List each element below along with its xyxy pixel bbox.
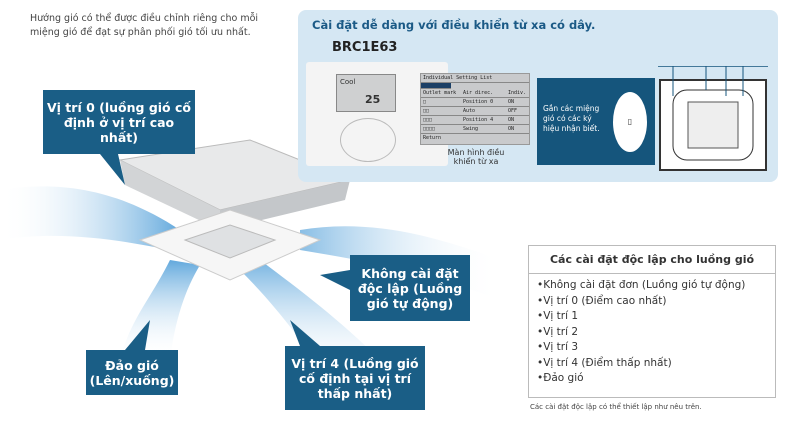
col-outlet: Outlet mark	[423, 90, 457, 96]
col-indiv: Indiv.	[508, 90, 527, 96]
screen-header: Individual Setting List	[423, 75, 493, 81]
table-title: Các cài đặt độc lập cho luồng gió	[529, 246, 775, 274]
table-footnote: Các cài đặt độc lập có thể thiết lập như…	[530, 403, 702, 411]
screen-caption: Màn hình điều khiển từ xa	[447, 148, 505, 166]
settings-list: Không cài đặt đơn (Luồng gió tự động) Vị…	[529, 274, 775, 387]
list-item: Vị trí 1	[537, 309, 775, 325]
callout-pointers	[100, 154, 350, 350]
list-item: Đảo gió	[537, 371, 775, 387]
screen-row: Position 4	[463, 117, 494, 123]
screen-row: Auto	[463, 108, 476, 114]
callout-auto: Không cài đặt độc lập (Luồng gió tự động…	[350, 255, 470, 321]
screen-cell: ON	[508, 117, 515, 123]
outlet-mark-text: Gắn các miệng gió có các ký hiệu nhận bi…	[543, 104, 600, 133]
intro-text: Hướng gió có thể được điều chỉnh riêng c…	[30, 13, 259, 38]
callout-swing: Đảo gió (Lên/xuống)	[86, 350, 178, 395]
screen-cell: OFF	[508, 108, 518, 114]
outlet-mark-icon: ▯	[613, 92, 647, 152]
model-name: BRC1E63	[332, 40, 398, 55]
remote-panel: Cài đặt dễ dàng với điều khiển từ xa có …	[298, 10, 778, 182]
cassette-grille	[183, 224, 277, 259]
col-direction: Air direc.	[463, 90, 494, 96]
screen-row: Position 0	[463, 99, 494, 105]
list-item: Vị trí 2	[537, 325, 775, 341]
remote-dpad	[340, 118, 396, 162]
remote-temp: 25	[365, 93, 381, 106]
callout-position-4: Vị trí 4 (Luồng gió cố định tại vị trí t…	[285, 346, 425, 410]
screen-row: Swing	[463, 126, 479, 132]
list-item: Vị trí 4 (Điểm thấp nhất)	[537, 356, 775, 372]
airflow-settings-table: Các cài đặt độc lập cho luồng gió Không …	[528, 245, 776, 398]
remote-mode: Cool	[340, 78, 356, 86]
list-item: Không cài đặt đơn (Luồng gió tự động)	[537, 278, 775, 294]
callout-position-0: Vị trí 0 (luồng gió cố định ở vị trí cao…	[43, 90, 195, 154]
screen-cell: ON	[508, 126, 515, 132]
screen-footer: Return	[423, 135, 442, 141]
cassette-schematic	[658, 66, 768, 171]
setting-screen: Individual Setting List Outlet mark Air d…	[420, 73, 530, 145]
screen-cell: ON	[508, 99, 515, 105]
panel-title: Cài đặt dễ dàng với điều khiển từ xa có …	[312, 18, 596, 32]
list-item: Vị trí 0 (Điểm cao nhất)	[537, 294, 775, 310]
list-item: Vị trí 3	[537, 340, 775, 356]
wired-remote-image: Cool 25	[306, 62, 448, 166]
airflow-left	[0, 186, 180, 250]
outlet-mark-box: Gắn các miệng gió có các ký hiệu nhận bi…	[537, 78, 655, 165]
